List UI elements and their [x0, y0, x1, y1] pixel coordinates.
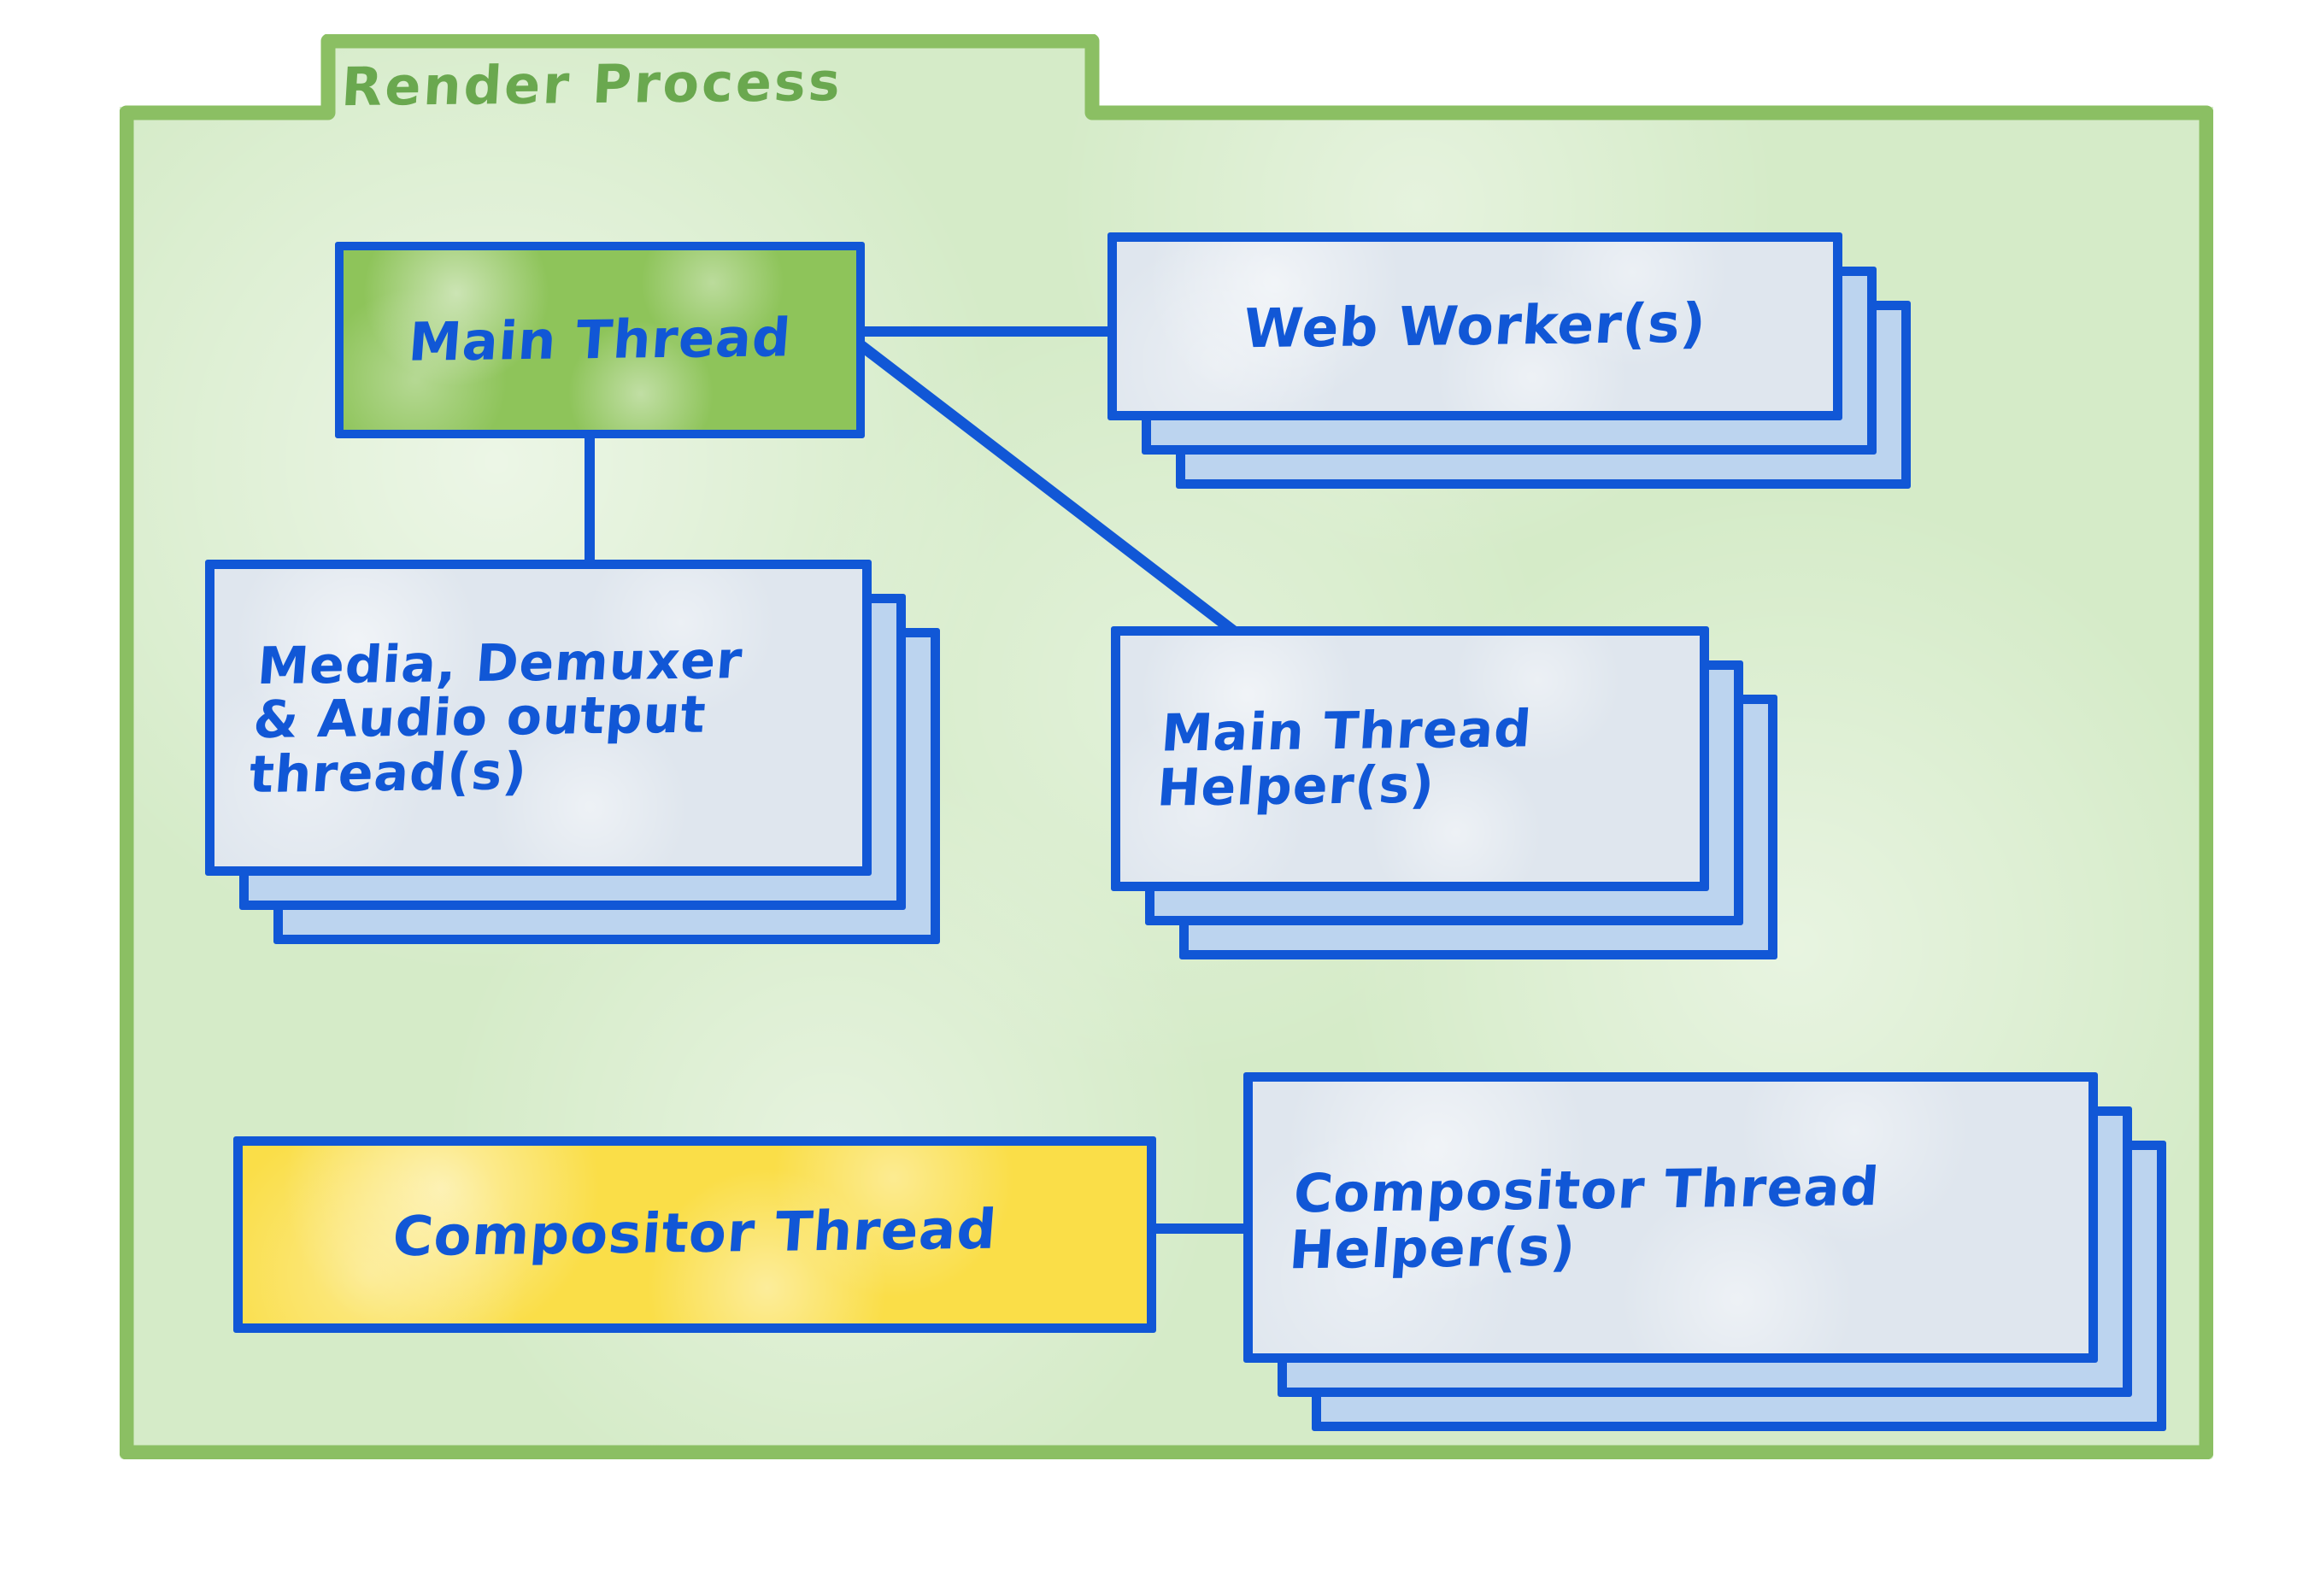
- node-label: Compositor Thread Helper(s): [1287, 1155, 1882, 1282]
- paper-texture: [1117, 242, 1833, 411]
- paper-texture: [243, 1146, 1147, 1323]
- node-main-thread-helpers[interactable]: Main Thread Helper(s): [1111, 626, 1786, 959]
- card-front: Compositor Thread: [233, 1136, 1156, 1333]
- card-front: Media, Demuxer & Audio output thread(s): [205, 560, 872, 876]
- node-label: Main Thread Helper(s): [1154, 699, 1534, 819]
- card-front: Web Worker(s): [1107, 232, 1842, 420]
- paper-texture: [344, 250, 856, 430]
- card-front: Main Thread: [335, 242, 865, 438]
- paper-texture: [1120, 636, 1700, 882]
- card-front: Main Thread Helper(s): [1111, 626, 1709, 891]
- node-web-workers[interactable]: Web Worker(s): [1107, 232, 1911, 489]
- paper-texture: [214, 569, 862, 866]
- node-label: Web Worker(s): [1241, 291, 1709, 360]
- node-compositor-thread[interactable]: Compositor Thread: [233, 1136, 1156, 1333]
- paper-texture: [1253, 1082, 2088, 1353]
- node-label: Main Thread: [406, 306, 794, 373]
- card-front: Compositor Thread Helper(s): [1243, 1072, 2098, 1363]
- node-compositor-thread-helpers[interactable]: Compositor Thread Helper(s): [1243, 1072, 2175, 1431]
- node-label: Compositor Thread: [390, 1198, 1000, 1270]
- page-title: Render Process: [339, 50, 845, 119]
- node-main-thread[interactable]: Main Thread: [335, 242, 865, 438]
- node-media-demuxer-audio-threads[interactable]: Media, Demuxer & Audio output thread(s): [205, 560, 957, 944]
- node-label: Media, Demuxer & Audio output thread(s): [247, 630, 745, 805]
